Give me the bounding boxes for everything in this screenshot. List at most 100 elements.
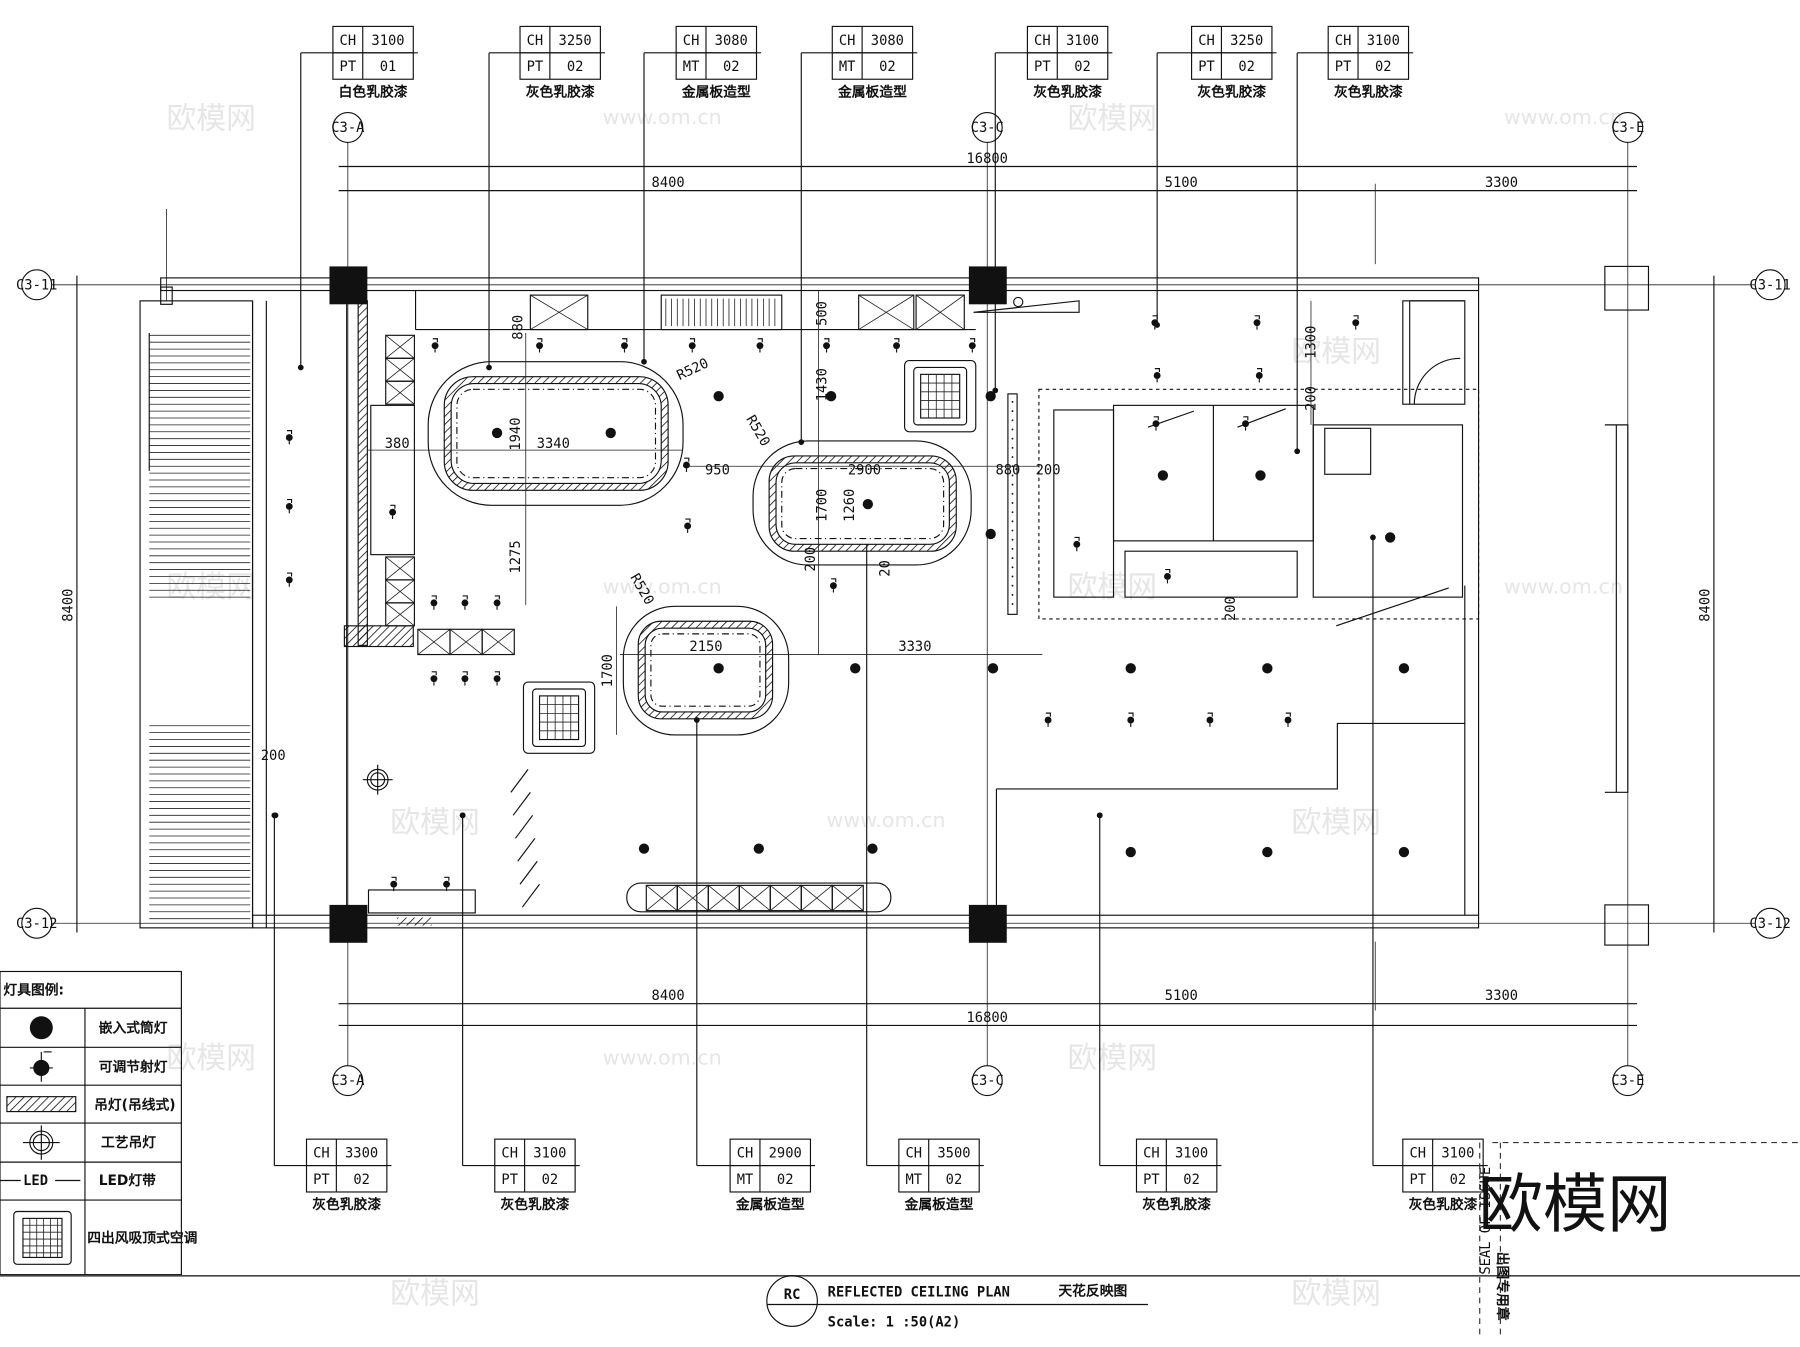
tag-material-code: PT: [527, 59, 544, 75]
svg-text:1700: 1700: [600, 654, 616, 687]
tag-material-number: 02: [1450, 1172, 1467, 1188]
adjustable-spotlight-icon: [285, 498, 293, 514]
recessed-downlight-icon: [272, 812, 279, 819]
adjustable-spotlight-icon: [1352, 315, 1360, 330]
adjustable-spotlight-icon: [1253, 315, 1261, 330]
led-strip-icon: LED: [0, 1173, 81, 1189]
recessed-downlight-icon: [713, 663, 724, 674]
svg-text:1940: 1940: [508, 417, 524, 450]
cabinet: [529, 294, 589, 331]
grid-bubble-c3-e: C3-E: [1611, 111, 1644, 143]
adjustable-spotlight-icon: [536, 338, 543, 353]
recessed-downlight-icon: [459, 812, 466, 819]
cabinet: [417, 628, 451, 656]
tag-ceiling-height: 3100: [533, 1146, 566, 1162]
tag-material-label: 金属板造型: [837, 83, 907, 100]
watermark-url: www.om.cn: [603, 1046, 722, 1070]
adjustable-spotlight-icon: [493, 595, 501, 610]
decorative-pendant-icon: [22, 1125, 60, 1160]
tag-material-number: 02: [1074, 59, 1091, 75]
tag-material-number: 02: [723, 59, 740, 75]
tag-material-code: PT: [501, 1172, 518, 1188]
tag-material-code: MT: [683, 59, 700, 75]
svg-text:500: 500: [815, 301, 831, 326]
pendant-light-icon: [6, 1096, 77, 1113]
svg-text:LED灯带: LED灯带: [99, 1172, 156, 1189]
tag-material-number: 02: [353, 1172, 370, 1188]
tag-material-code: PT: [1335, 59, 1352, 75]
svg-text:可调节射灯: 可调节射灯: [99, 1058, 168, 1075]
cabinet: [385, 380, 415, 405]
svg-text:200: 200: [261, 748, 286, 764]
tag-material-number: 02: [1375, 59, 1392, 75]
tag-ceiling-height: 3100: [1441, 1146, 1474, 1162]
svg-text:8400: 8400: [60, 589, 76, 622]
tag-ch-key: CH: [340, 33, 357, 49]
watermark-logo: 欧模网: [1068, 102, 1158, 137]
cabinet: [738, 884, 771, 912]
cabinet: [769, 884, 802, 912]
watermark-logo-large: 欧模网: [1479, 1167, 1672, 1242]
drawing-badge: RC: [784, 1287, 801, 1303]
svg-text:1430: 1430: [815, 368, 831, 401]
svg-text:3300: 3300: [1485, 988, 1518, 1004]
recessed-downlight-icon: [867, 843, 878, 854]
tag-ceiling-height: 3100: [1175, 1146, 1208, 1162]
tag-material-label: 灰色乳胶漆: [1142, 1196, 1211, 1213]
tag-material-number: 02: [1183, 1172, 1200, 1188]
column: [968, 904, 1007, 943]
adjustable-spotlight-icon: [285, 430, 293, 445]
tag-ch-key: CH: [905, 1146, 922, 1162]
drawing-title: REFLECTED CEILING PLAN: [828, 1284, 1010, 1300]
cabinet: [800, 884, 833, 912]
svg-text:1260: 1260: [842, 489, 858, 522]
building-walls: [139, 265, 1650, 946]
column: [1604, 265, 1650, 311]
column: [1604, 904, 1650, 946]
adjustable-spotlight-icon: [430, 595, 438, 610]
stair-treads: [148, 333, 251, 920]
recessed-downlight-icon: [605, 427, 616, 439]
svg-text:1300: 1300: [1304, 326, 1320, 359]
tag-material-number: 02: [777, 1172, 794, 1188]
adjustable-spotlight-icon: [461, 595, 469, 610]
column: [329, 904, 368, 943]
tag-ch-key: CH: [1409, 1146, 1426, 1162]
svg-text:20: 20: [878, 560, 894, 577]
ceiling-island-3: [622, 605, 790, 736]
watermark-url: www.om.cn: [1504, 575, 1623, 599]
ceiling-island-2: [752, 440, 972, 566]
svg-text:C3-E: C3-E: [1611, 1073, 1644, 1089]
svg-text:3300: 3300: [1485, 175, 1518, 191]
tag-ch-key: CH: [1034, 33, 1051, 49]
adjustable-spotlight-icon: [390, 876, 398, 892]
tag-material-number: 01: [380, 59, 397, 75]
display-rack: [660, 294, 783, 331]
adjustable-spotlight-icon: [1151, 315, 1159, 330]
tag-material-code: PT: [1143, 1172, 1160, 1188]
cabinet: [385, 357, 415, 382]
tag-ceiling-height: 3300: [345, 1146, 378, 1162]
tag-material-code: MT: [737, 1172, 754, 1188]
svg-text:C3-11: C3-11: [1749, 277, 1790, 293]
svg-text:1275: 1275: [508, 540, 524, 573]
legend-title: 灯具图例:: [3, 981, 64, 998]
svg-text:R520: R520: [742, 413, 772, 450]
svg-text:2900: 2900: [848, 462, 881, 478]
recessed-downlight-icon: [987, 663, 999, 674]
svg-text:四出风吸顶式空调: 四出风吸顶式空调: [87, 1229, 197, 1246]
svg-text:LED: LED: [23, 1173, 48, 1189]
recessed-downlight-icon: [1157, 470, 1169, 481]
grid-bubble-c3-11: C3-11: [16, 269, 57, 301]
svg-text:C3-C: C3-C: [971, 1073, 1004, 1089]
grid-axes: C3-A C3-C C3-E C3-A C3-C C3-E C3-11 C3-1…: [16, 111, 1791, 1097]
svg-text:R520: R520: [674, 355, 711, 384]
